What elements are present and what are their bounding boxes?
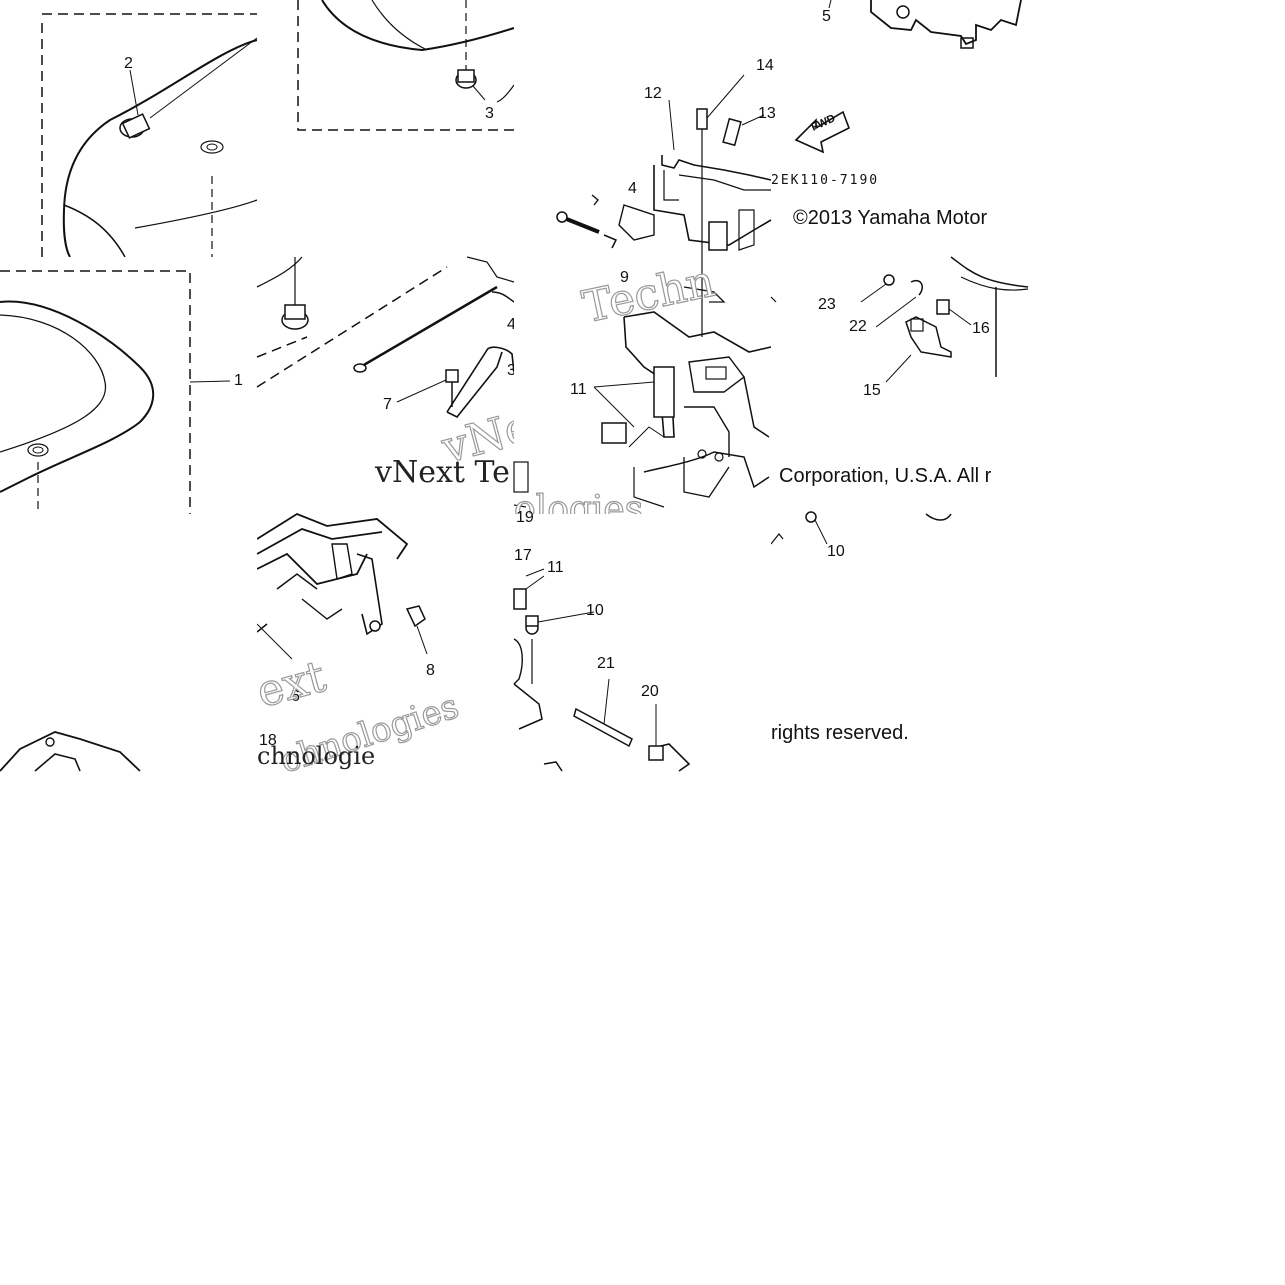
callout-label: 8 <box>426 662 435 679</box>
callout-label: 23 <box>818 296 836 313</box>
tile-bolt: 10 rights reserved. <box>770 511 1028 771</box>
tile-switches: 17 11 10 21 20 19 <box>513 510 771 772</box>
tile-carrier-rack: 8 6 18 ext chnologies chnologie <box>251 512 514 782</box>
callout-label: 4 <box>628 180 637 197</box>
callout-label: 6 <box>291 688 300 705</box>
engine-top-drawing <box>794 0 1022 154</box>
callout-label: 14 <box>756 57 774 74</box>
callout-label: 13 <box>758 105 776 122</box>
tile-switch-bracket: 23 22 16 15 Corporation, U.S.A. All r <box>770 256 1029 514</box>
callout-label: 1 <box>234 372 243 389</box>
tile-seat-bracket: 3 <box>257 0 515 257</box>
callout-label: 12 <box>644 85 662 102</box>
copyright-line-2: Corporation, U.S.A. All r <box>779 465 992 487</box>
part-code: 2EK110-7190 <box>771 173 880 188</box>
tile-seat-top: 2 <box>0 0 258 258</box>
callout-label: 19 <box>516 509 534 526</box>
tile-rack-fragment <box>0 514 257 772</box>
tile-frame-lower: 9 11 Techn ologies <box>513 255 772 531</box>
callout-label: 15 <box>863 382 881 399</box>
callout-label: 3 <box>507 362 516 379</box>
callout-label: 18 <box>259 732 277 749</box>
rack-drawing <box>256 512 428 660</box>
copyright-line-1: ©2013 Yamaha Motor <box>793 207 988 229</box>
callout-label: 11 <box>547 559 564 576</box>
frame-drawing <box>556 74 772 257</box>
rack-fragment-drawing <box>0 731 141 772</box>
tile-rods: 7 4 3 vNext Te vNe <box>256 256 537 514</box>
callout-label: 21 <box>597 655 615 672</box>
callout-label: 10 <box>586 602 604 619</box>
callout-label: 22 <box>849 318 867 335</box>
switch-bracket-drawing <box>770 256 1029 383</box>
callout-label: 17 <box>514 547 532 564</box>
watermark-text: chnologie <box>257 742 376 770</box>
tile-seat-large: 1 <box>0 257 257 514</box>
bracket-drawing <box>297 0 515 131</box>
watermark-text: vNext Te <box>375 455 510 490</box>
tile-frame-bracket: 14 12 13 4 <box>514 0 776 257</box>
seat-drawing <box>41 13 258 258</box>
callout-label: 10 <box>827 543 845 560</box>
bolt-drawing <box>770 511 952 545</box>
tile-engine-top: 5 FWD 2EK110-7190 ©2013 Yamaha Motor <box>771 0 1028 257</box>
callout-label: 20 <box>641 683 659 700</box>
callout-label: 3 <box>485 105 494 122</box>
seat-large-drawing <box>0 270 231 514</box>
rods-drawing <box>256 256 515 419</box>
callout-label: 2 <box>124 55 133 72</box>
switches-drawing <box>513 568 691 772</box>
callout-label: 11 <box>570 381 587 398</box>
frame-lower-drawing <box>513 257 772 508</box>
callout-label: 7 <box>383 396 392 413</box>
callout-label: 9 <box>620 269 629 286</box>
callout-label: 4 <box>507 316 516 333</box>
callout-label: 16 <box>972 320 990 337</box>
fwd-arrow-icon <box>794 110 851 154</box>
copyright-line-3: rights reserved. <box>771 722 909 744</box>
callout-label: 5 <box>822 8 831 25</box>
